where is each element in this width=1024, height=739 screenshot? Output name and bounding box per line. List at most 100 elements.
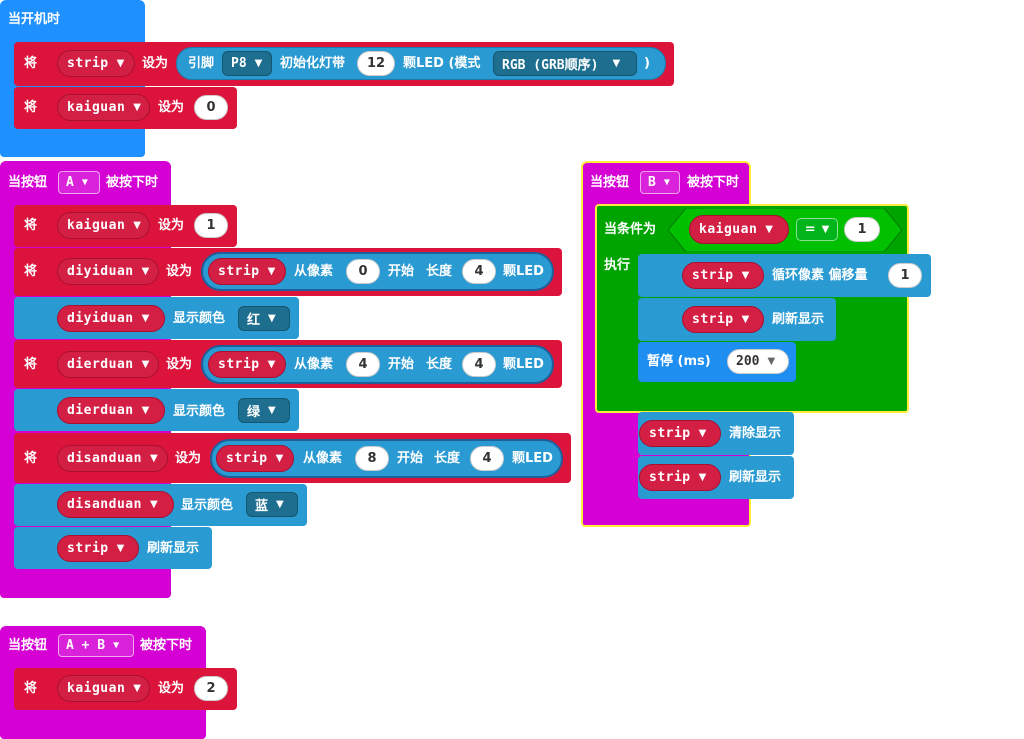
disanduan-variable-text: disanduan <box>67 497 142 512</box>
strip-variable-dropdown[interactable]: strip ▼ <box>682 262 764 289</box>
kaiguan-variable-text: kaiguan <box>67 100 126 115</box>
chevron-down-icon: ▼ <box>276 499 284 510</box>
chevron-down-icon: ▼ <box>612 58 621 69</box>
dierduan-variable-dropdown[interactable]: dierduan ▼ <box>57 351 159 378</box>
dierduan-variable-dropdown[interactable]: dierduan ▼ <box>57 397 165 424</box>
chevron-down-icon: ▼ <box>133 220 141 231</box>
start-label: 开始 <box>388 264 415 279</box>
chevron-down-icon: ▼ <box>765 224 773 235</box>
strip-variable-dropdown[interactable]: strip ▼ <box>682 306 764 333</box>
chevron-down-icon: ▼ <box>149 499 158 510</box>
chevron-down-icon: ▼ <box>141 359 150 370</box>
on-button-label: 当按钮 <box>590 175 630 190</box>
strip-variable-dropdown[interactable]: strip ▼ <box>216 445 294 472</box>
leds-label: 颗LED <box>503 264 544 279</box>
set-label: 将 <box>24 681 38 696</box>
while-label: 当条件为 <box>604 222 657 237</box>
color-value: 红 <box>247 313 261 328</box>
color-dropdown[interactable]: 蓝 ▼ <box>246 492 298 517</box>
kaiguan-value-input[interactable]: 2 <box>194 676 228 701</box>
led-count-input[interactable]: 12 <box>357 51 395 76</box>
strip-variable-dropdown[interactable]: strip ▼ <box>208 351 286 378</box>
chevron-down-icon: ▼ <box>254 58 263 69</box>
kaiguan-variable-text: kaiguan <box>67 218 126 233</box>
strip-variable-dropdown[interactable]: strip ▼ <box>208 258 286 285</box>
show-color-label: 显示颜色 <box>173 404 226 419</box>
mode-dropdown[interactable]: RGB (GRB顺序) ▼ <box>493 51 637 76</box>
chevron-down-icon: ▼ <box>267 266 276 277</box>
chevron-down-icon: ▼ <box>821 224 830 235</box>
chevron-down-icon: ▼ <box>141 266 150 277</box>
strip-variable-text: strip <box>692 268 734 283</box>
kaiguan-value-input[interactable]: 0 <box>194 95 228 120</box>
chevron-down-icon: ▼ <box>116 543 125 554</box>
color-dropdown[interactable]: 绿 ▼ <box>238 398 290 423</box>
diyiduan-variable-dropdown[interactable]: diyiduan ▼ <box>57 305 165 332</box>
pin-value: P8 <box>231 56 247 71</box>
chevron-down-icon: ▼ <box>116 58 125 69</box>
rotate-offset-label: 循环像素 偏移量 <box>772 268 868 283</box>
on-button-label: 当按钮 <box>8 638 48 653</box>
kaiguan-variable-dropdown[interactable]: kaiguan ▼ <box>689 215 789 244</box>
length-input[interactable]: 4 <box>462 352 496 377</box>
color-value: 蓝 <box>255 499 269 514</box>
length-input[interactable]: 4 <box>470 446 504 471</box>
chevron-down-icon: ▼ <box>81 177 88 188</box>
length-input[interactable]: 4 <box>462 259 496 284</box>
pause-label: 暂停 (ms) <box>647 354 711 369</box>
operator-value: = <box>804 222 816 237</box>
kaiguan-variable-text: kaiguan <box>67 681 126 696</box>
condition-value-input[interactable]: 1 <box>844 217 880 242</box>
diyiduan-variable-text: diyiduan <box>67 311 134 326</box>
led-mode-label: 颗LED (模式 <box>403 56 481 71</box>
operator-dropdown[interactable]: = ▼ <box>796 218 838 241</box>
strip-variable-text: strip <box>67 56 109 71</box>
set-label: 将 <box>24 218 38 233</box>
kaiguan-value-input[interactable]: 1 <box>194 213 228 238</box>
to-label: 设为 <box>142 56 169 71</box>
pressed-label: 被按下时 <box>140 638 193 653</box>
diyiduan-variable-dropdown[interactable]: diyiduan ▼ <box>57 258 159 285</box>
kaiguan-variable-dropdown[interactable]: kaiguan ▼ <box>57 675 150 702</box>
on-button-label: 当按钮 <box>8 175 48 190</box>
button-ab-dropdown[interactable]: A + B ▼ <box>58 634 134 657</box>
strip-variable-dropdown[interactable]: strip ▼ <box>639 464 721 491</box>
disanduan-variable-dropdown[interactable]: disanduan ▼ <box>57 445 168 472</box>
strip-variable-dropdown[interactable]: strip ▼ <box>57 535 139 562</box>
disanduan-variable-text: disanduan <box>67 451 142 466</box>
leds-label: 颗LED <box>503 357 544 372</box>
leds-label: 颗LED <box>512 451 553 466</box>
start-pixel-input[interactable]: 8 <box>355 446 389 471</box>
chevron-down-icon: ▼ <box>133 683 141 694</box>
strip-variable-text: strip <box>692 312 734 327</box>
to-label: 设为 <box>166 264 193 279</box>
color-value: 绿 <box>247 405 261 420</box>
kaiguan-variable-text: kaiguan <box>699 222 758 237</box>
button-b-dropdown[interactable]: B ▼ <box>640 171 680 194</box>
start-label: 开始 <box>397 451 424 466</box>
clear-label: 清除显示 <box>729 426 782 441</box>
chevron-down-icon: ▼ <box>767 356 776 367</box>
pin-dropdown[interactable]: P8 ▼ <box>222 51 272 76</box>
dierduan-variable-text: dierduan <box>67 403 134 418</box>
color-dropdown[interactable]: 红 ▼ <box>238 306 290 331</box>
disanduan-variable-dropdown[interactable]: disanduan ▼ <box>57 491 174 518</box>
strip-variable-dropdown[interactable]: strip ▼ <box>57 50 135 77</box>
chevron-down-icon: ▼ <box>268 405 276 416</box>
button-a-dropdown[interactable]: A ▼ <box>58 171 100 194</box>
strip-variable-dropdown[interactable]: strip ▼ <box>639 420 721 447</box>
diyiduan-variable-text: diyiduan <box>67 264 134 279</box>
start-pixel-input[interactable]: 0 <box>346 259 380 284</box>
offset-input[interactable]: 1 <box>888 263 922 288</box>
from-pixel-label: 从像素 <box>303 451 343 466</box>
kaiguan-variable-dropdown[interactable]: kaiguan ▼ <box>57 212 150 239</box>
to-label: 设为 <box>158 681 185 696</box>
show-color-label: 显示颜色 <box>173 311 226 326</box>
strip-variable-text: strip <box>649 470 691 485</box>
pause-duration-dropdown[interactable]: 200 ▼ <box>727 349 789 374</box>
kaiguan-variable-dropdown[interactable]: kaiguan ▼ <box>57 94 150 121</box>
set-label: 将 <box>24 100 38 115</box>
button-ab-value: A + B <box>66 638 106 653</box>
chevron-down-icon: ▼ <box>275 453 284 464</box>
start-pixel-input[interactable]: 4 <box>346 352 380 377</box>
